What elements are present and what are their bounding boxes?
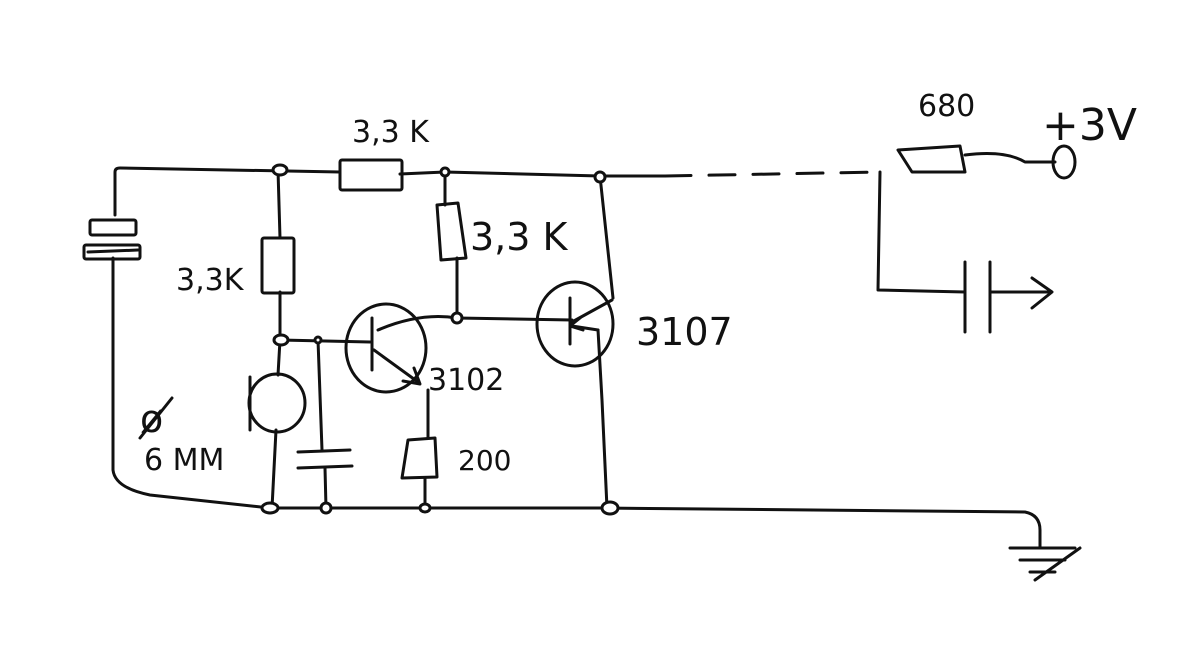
wire-cap-top: [316, 338, 324, 452]
junction: [600, 500, 620, 516]
junctions: [260, 163, 620, 516]
label-r-emitter: 200: [458, 444, 511, 477]
wire-q2-up: [598, 174, 615, 300]
junction: [260, 501, 280, 515]
arrow-out: [1030, 276, 1054, 310]
transistor-q2: [535, 280, 615, 368]
label-q1: 3102: [428, 363, 504, 398]
capacitor-out: [963, 260, 992, 334]
wire-to-supply: [963, 152, 1057, 164]
resistor-top: [338, 158, 404, 192]
transistor-q1: [344, 302, 428, 394]
label-r-out: 680: [918, 89, 975, 124]
diameter-slash: [138, 396, 174, 440]
wire-top-left: [113, 166, 342, 217]
resistor-emitter: [400, 436, 439, 480]
capacitor-bias: [296, 448, 354, 470]
microphone-symbol: [247, 372, 307, 434]
junction: [271, 163, 289, 177]
junction: [418, 502, 432, 514]
label-q2: 3107: [636, 310, 733, 354]
resistor-out: [896, 144, 967, 174]
wire-v-280: [276, 168, 282, 240]
junction: [450, 311, 464, 325]
wire-top-mid: [398, 170, 667, 178]
wire-cap-branch: [876, 170, 967, 294]
wire-base-q1: [278, 338, 372, 344]
junction: [439, 166, 451, 178]
wire-bottom: [268, 506, 1042, 550]
wire-left-bottom: [111, 256, 272, 510]
wire-top-dashed: [663, 170, 882, 178]
wires: [111, 152, 1057, 550]
junction: [272, 333, 290, 347]
wire-q1-collector: [376, 315, 574, 332]
label-size: 6 MM: [144, 443, 224, 478]
resistor-left: [260, 236, 296, 295]
junction: [313, 335, 323, 345]
label-r-top: 3,3 K: [352, 115, 430, 150]
label-r-mid: 3,3 K: [470, 215, 569, 259]
label-r-left: 3,3K: [176, 263, 245, 298]
wire-cap-bottom: [323, 466, 328, 510]
label-diameter: ø: [140, 397, 163, 441]
supply-terminal: [1051, 144, 1077, 180]
wire-v-280b: [276, 290, 282, 377]
label-supply: +3V: [1042, 100, 1137, 151]
ground-symbol: [1008, 546, 1082, 582]
wire-q2-down: [596, 328, 609, 510]
resistor-mid: [435, 201, 468, 262]
mic-jack-symbol: [82, 218, 142, 261]
wire-v-280c: [270, 428, 278, 510]
junction: [593, 170, 607, 184]
junction: [319, 501, 333, 515]
